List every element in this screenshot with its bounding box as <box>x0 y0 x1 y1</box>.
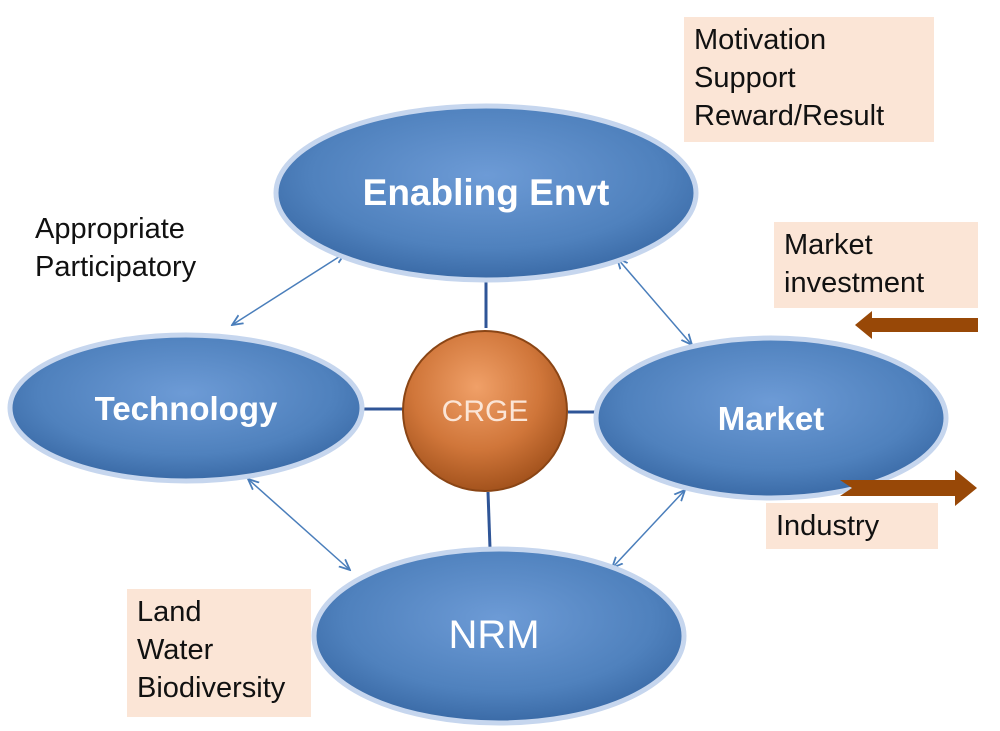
note-technology: Appropriate Participatory <box>35 210 196 286</box>
node-nrm: NRM <box>311 546 687 726</box>
note-technology-line-1: Appropriate <box>35 213 185 245</box>
market-investment-arrow <box>855 311 978 339</box>
center-crge-label: CRGE <box>442 395 529 428</box>
note-technology-line-2: Participatory <box>35 251 197 283</box>
note-enabling-line-2: Support <box>694 62 796 94</box>
note-industry: Industry <box>766 503 938 549</box>
arrow-enabling-market <box>617 258 692 345</box>
node-nrm-label: NRM <box>448 613 539 657</box>
note-market-investment-line-2: investment <box>784 267 925 299</box>
node-market: Market <box>593 335 949 501</box>
note-nrm-line-3: Biodiversity <box>137 672 286 704</box>
industry-arrow <box>840 470 977 506</box>
note-enabling-line-1: Motivation <box>694 24 827 56</box>
center-crge: CRGE <box>402 330 568 492</box>
node-enabling-envt: Enabling Envt <box>273 103 699 283</box>
arrow-technology-nrm <box>248 479 350 570</box>
node-technology: Technology <box>7 332 365 484</box>
note-nrm: Land Water Biodiversity <box>127 589 311 717</box>
node-enabling-label: Enabling Envt <box>363 172 610 213</box>
note-market-investment-line-1: Market <box>784 229 873 261</box>
note-market-investment: Market investment <box>774 222 978 308</box>
arrow-market-nrm <box>612 490 685 568</box>
note-nrm-line-1: Land <box>137 596 202 628</box>
node-market-label: Market <box>718 400 824 437</box>
node-technology-label: Technology <box>95 390 278 427</box>
arrow-enabling-technology <box>232 253 345 325</box>
note-industry-line-1: Industry <box>776 510 880 542</box>
connector-center-nrm <box>486 491 492 549</box>
note-enabling-line-3: Reward/Result <box>694 100 885 132</box>
note-nrm-line-2: Water <box>137 634 214 666</box>
note-enabling: Motivation Support Reward/Result <box>684 17 934 142</box>
